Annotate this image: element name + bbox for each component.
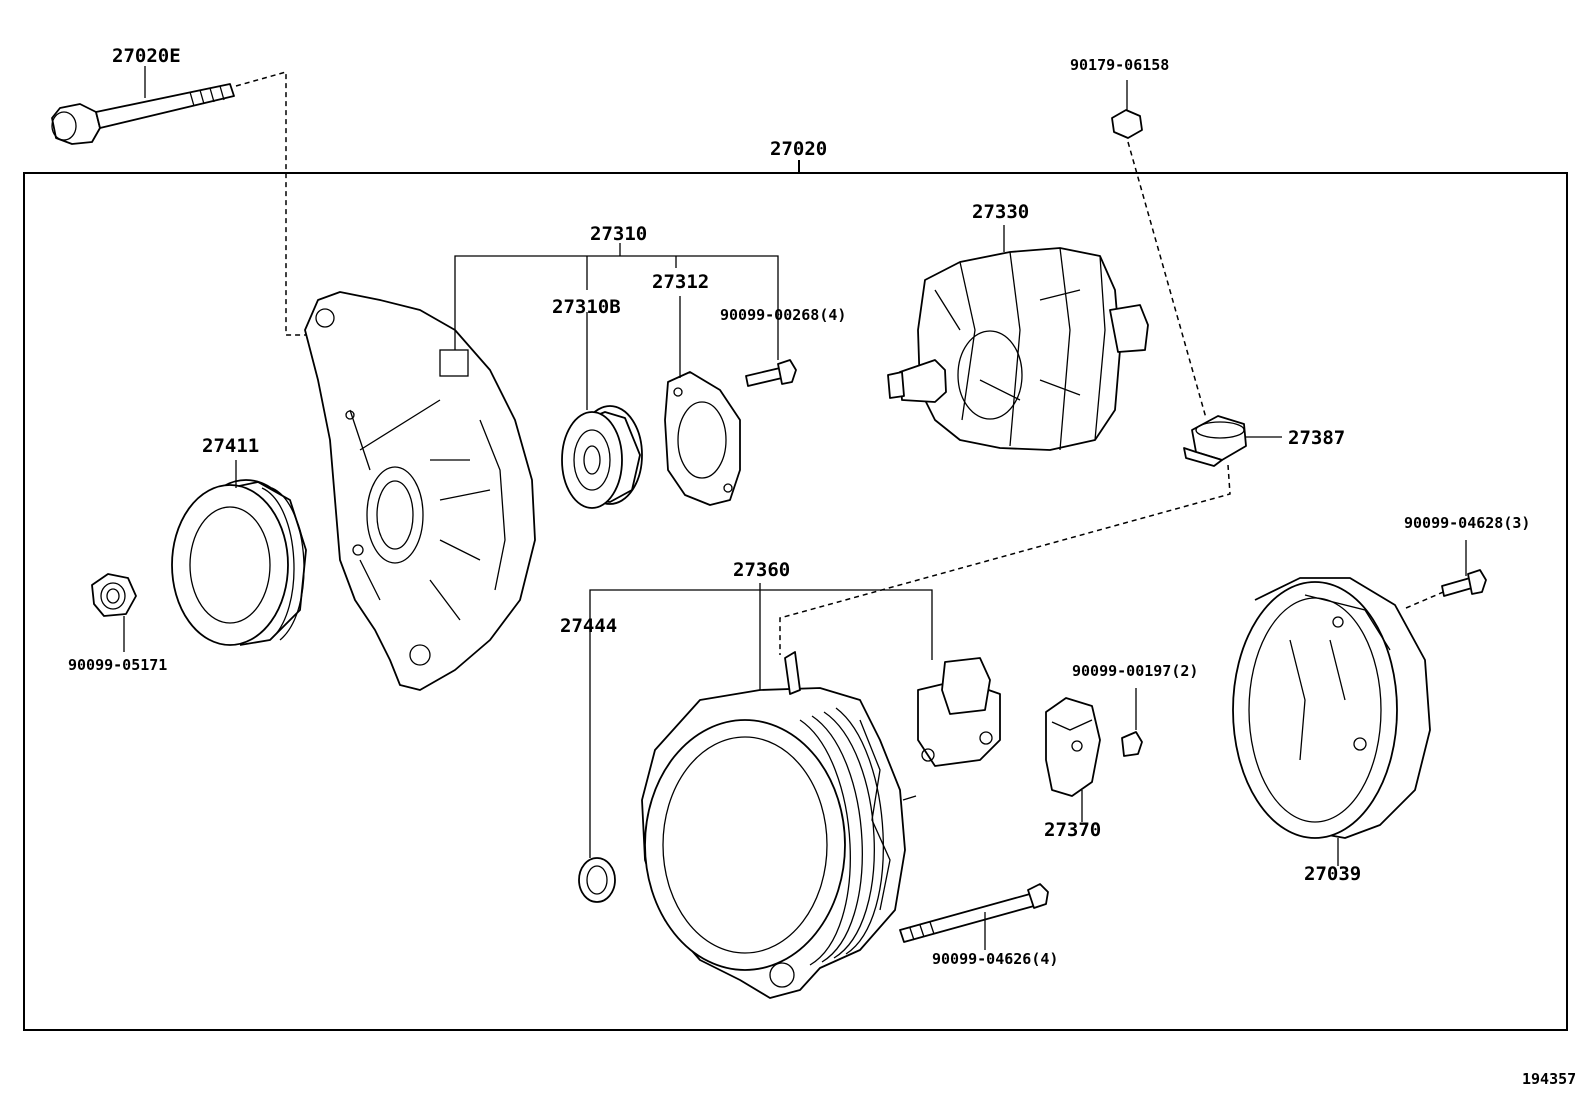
label-90099-00197: 90099-00197(2) xyxy=(1072,662,1198,680)
rotor-icon xyxy=(887,225,1149,451)
label-27411: 27411 xyxy=(202,435,259,457)
label-27360: 27360 xyxy=(733,559,790,581)
insulator-dashed-line xyxy=(779,464,1231,655)
rear-cover-icon xyxy=(1232,577,1431,866)
label-90099-00268: 90099-00268(4) xyxy=(720,306,846,324)
label-27020: 27020 xyxy=(770,138,827,160)
pulley-icon xyxy=(171,460,307,646)
label-90099-05171: 90099-05171 xyxy=(68,656,167,674)
screw-icon xyxy=(1441,540,1487,597)
stator-housing-icon xyxy=(641,651,917,999)
screw-icon xyxy=(1121,688,1143,757)
nut-icon xyxy=(1111,80,1143,139)
label-27020E: 27020E xyxy=(112,45,181,67)
screw-icon xyxy=(745,308,797,387)
retainer-plate-icon xyxy=(664,296,741,506)
label-27310: 27310 xyxy=(590,223,647,245)
bolt-leader-dashed xyxy=(235,71,320,336)
figure-number: 194357 xyxy=(1522,1070,1576,1088)
label-27444: 27444 xyxy=(560,615,617,637)
regulator-icon xyxy=(917,657,1001,767)
label-27370: 27370 xyxy=(1044,819,1101,841)
bearing-icon xyxy=(561,312,643,509)
washer-icon xyxy=(578,857,616,903)
label-90179-06158: 90179-06158 xyxy=(1070,56,1169,74)
label-27312: 27312 xyxy=(652,271,709,293)
label-90099-04626: 90099-04626(4) xyxy=(932,950,1058,968)
nut-dashed-line xyxy=(1127,141,1207,419)
label-27387: 27387 xyxy=(1288,427,1345,449)
label-27330: 27330 xyxy=(972,201,1029,223)
assembly-frame xyxy=(23,160,1568,1031)
stator-bolt-icon xyxy=(899,883,1049,950)
drive-end-frame-icon xyxy=(304,291,536,691)
brush-holder-icon xyxy=(1045,697,1101,822)
pulley-nut-icon xyxy=(91,573,137,652)
through-bolt-icon xyxy=(51,66,235,145)
label-27039: 27039 xyxy=(1304,863,1361,885)
insulator-icon xyxy=(1183,415,1282,467)
leader-27360 xyxy=(589,583,933,858)
leader-27310 xyxy=(454,243,779,350)
rear-cover-dashed-line xyxy=(1405,589,1449,609)
label-27310B: 27310B xyxy=(552,296,621,318)
label-90099-04628: 90099-04628(3) xyxy=(1404,514,1530,532)
